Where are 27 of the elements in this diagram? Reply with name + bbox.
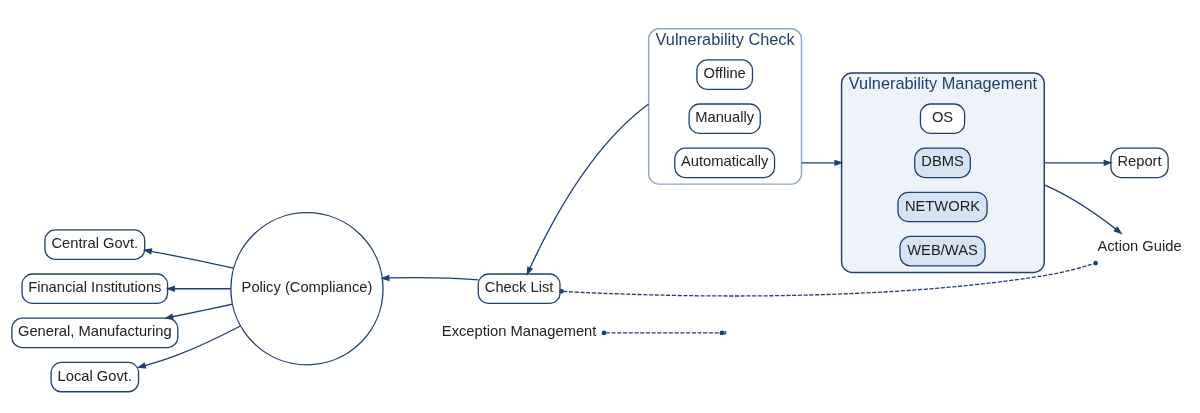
node-circle: Policy (Compliance)	[230, 211, 384, 365]
connector	[559, 260, 1098, 297]
arrow	[526, 102, 650, 276]
node-box: Local Govt.	[50, 361, 140, 392]
arrow	[380, 274, 479, 281]
node-text: Action Guide	[1097, 237, 1182, 254]
connector	[605, 331, 721, 334]
node-box: Offline	[696, 58, 754, 90]
node-box: Check List	[477, 272, 561, 304]
node-box: Report	[1110, 147, 1169, 178]
node-box: Financial Institutions	[21, 272, 169, 304]
node-box: Automatically	[674, 147, 776, 178]
arrow	[800, 159, 844, 166]
node-box: DBMS	[914, 147, 971, 178]
node-box: Central Govt.	[44, 228, 146, 260]
node-box: OS	[919, 102, 966, 134]
node-box: NETWORK	[897, 191, 988, 222]
arrow	[165, 285, 232, 292]
arrow	[164, 303, 233, 320]
node-box: General, Manufacturing	[11, 317, 179, 348]
arrow	[142, 247, 235, 269]
node-text: Exception Management	[441, 322, 597, 339]
node-box: WEB/WAS	[899, 235, 986, 266]
arrow	[1043, 183, 1123, 234]
arrow	[136, 324, 242, 369]
node-box: Manually	[688, 102, 761, 134]
arrow	[1043, 159, 1113, 166]
